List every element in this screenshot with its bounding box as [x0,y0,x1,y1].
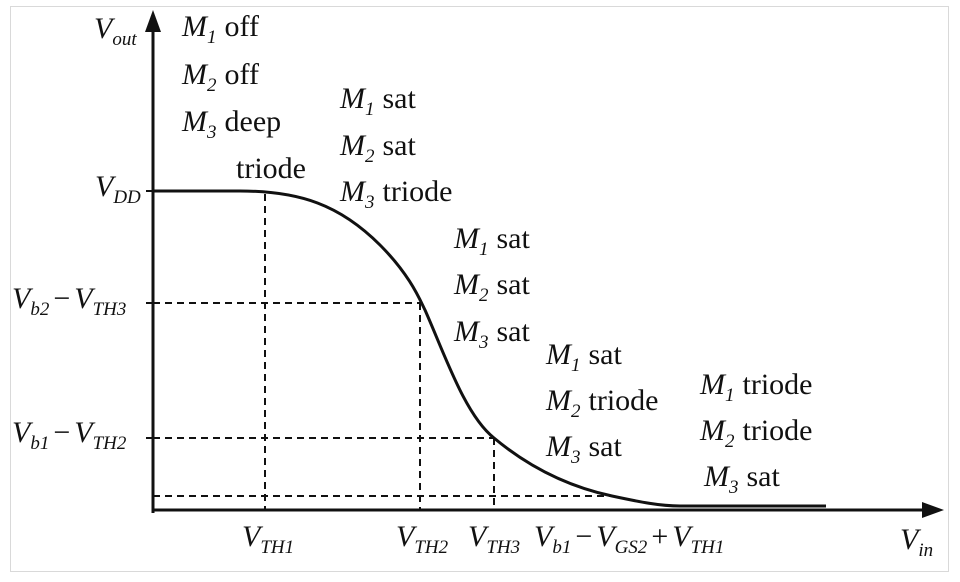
y-axis-label: Vout [94,12,137,50]
y-tick-vb2-minus-vth3: Vb2−VTH3 [12,282,127,320]
x-axis-label: Vin [900,523,934,561]
x-tick-vth3: VTH3 [468,520,521,558]
y-axis-arrowhead [145,10,161,32]
region-1-m3-continued: triode [236,152,306,185]
y-tick-vdd: VDD [95,170,141,208]
x-tick-vb1-minus-vgs2-plus-vth1: Vb1−VGS2+VTH1 [534,520,725,558]
figure-frame [10,6,949,572]
vout-vs-vin-curve [153,189,826,508]
x-tick-vth1: VTH1 [242,520,295,558]
x-tick-vth2: VTH2 [396,520,449,558]
x-axis-arrowhead [922,502,944,518]
y-tick-vb1-minus-vth2: Vb1−VTH2 [12,416,127,454]
